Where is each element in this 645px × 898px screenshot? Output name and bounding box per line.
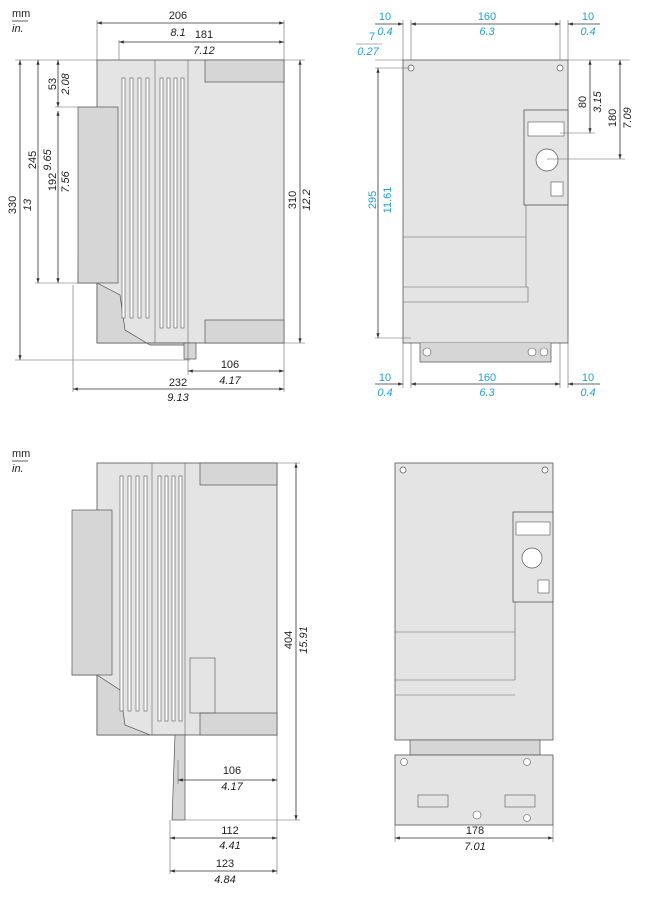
dim-178-mm: 178 <box>466 825 484 837</box>
units-legend-bottom: mm in. <box>12 448 30 475</box>
units-mm-bottom: mm <box>12 448 30 460</box>
dim-bottom-10-left-mm: 10 <box>379 372 391 384</box>
dim-180-in: 7.09 <box>622 107 634 128</box>
units-in-bottom: in. <box>12 463 24 475</box>
dim-181-in: 7.12 <box>193 45 214 57</box>
dim-181-mm: 181 <box>195 29 213 41</box>
dim-10-right-in: 0.4 <box>580 26 595 38</box>
dim-10-right-mm: 10 <box>582 11 594 23</box>
dim-bottom-10-right-in: 0.4 <box>580 387 595 399</box>
dim-bottom-160-in: 6.3 <box>479 387 495 399</box>
front-view-bottom <box>394 462 554 826</box>
dim-53-mm: 53 <box>47 78 59 90</box>
dim-bottom-10-right-mm: 10 <box>582 372 594 384</box>
emc-plate <box>171 734 186 821</box>
dim-123-mm: 123 <box>216 858 234 870</box>
dim-206-in: 8.1 <box>170 27 185 39</box>
dim-10-left-in: 0.4 <box>377 26 392 38</box>
dim-232-mm: 232 <box>169 377 187 389</box>
dim-180-mm: 180 <box>607 109 619 127</box>
units-mm: mm <box>12 8 30 20</box>
dim-160-in: 6.3 <box>479 26 495 38</box>
dim-232-in: 9.13 <box>167 392 189 404</box>
dim-112-mm: 112 <box>221 825 239 837</box>
side-view-top <box>77 59 285 360</box>
dim-106-mm: 106 <box>221 359 239 371</box>
front-bottom-dimensions: 178 7.01 <box>394 825 554 853</box>
dim-330-mm: 330 <box>7 196 19 214</box>
dim-10-left-mm: 10 <box>379 11 391 23</box>
units-legend-top: mm in. <box>12 8 30 35</box>
dim-192-in: 7.56 <box>60 170 72 192</box>
dim-53-in: 2.08 <box>60 72 72 95</box>
dim-310-mm: 310 <box>287 191 299 209</box>
dim-310-in: 12.2 <box>301 189 313 210</box>
dim-80-mm: 80 <box>577 96 589 108</box>
dim-7-in: 0.27 <box>357 46 379 58</box>
dim-80-in: 3.15 <box>592 90 604 112</box>
side-top-dimensions: 206 8.1 181 7.12 330 13 245 9.65 53 2.08… <box>7 10 313 404</box>
front-top-dimensions: 10 0.4 160 6.3 10 0.4 7 0.27 295 11.61 8… <box>356 11 634 399</box>
dim-112-in: 4.41 <box>219 840 240 852</box>
dim-160-mm: 160 <box>478 11 496 23</box>
dim-106b-mm: 106 <box>223 765 241 777</box>
dim-245-in: 9.65 <box>42 148 54 170</box>
dim-106b-in: 4.17 <box>221 781 243 793</box>
units-in: in. <box>12 23 24 35</box>
front-view-top <box>402 59 569 363</box>
dim-206-mm: 206 <box>169 10 187 22</box>
dim-192-mm: 192 <box>47 173 59 191</box>
dim-404-in: 15.91 <box>298 626 310 654</box>
port-icon <box>550 181 564 197</box>
dim-7-mm: 7 <box>369 31 375 43</box>
dim-bottom-160-mm: 160 <box>478 372 496 384</box>
dim-295-in: 11.61 <box>382 187 394 214</box>
dim-404-mm: 404 <box>283 631 295 649</box>
dim-178-in: 7.01 <box>464 841 485 853</box>
jog-dial-icon <box>535 148 559 172</box>
dim-330-in: 13 <box>22 198 34 211</box>
dim-106-in: 4.17 <box>219 375 241 387</box>
dim-245-mm: 245 <box>27 151 39 169</box>
dim-295-mm: 295 <box>367 191 379 209</box>
dim-bottom-10-left-in: 0.4 <box>377 387 392 399</box>
side-view-bottom <box>71 462 278 821</box>
side-bottom-dimensions: 404 15.91 106 4.17 112 4.41 123 4.84 <box>169 462 310 886</box>
dim-123-in: 4.84 <box>214 874 235 886</box>
